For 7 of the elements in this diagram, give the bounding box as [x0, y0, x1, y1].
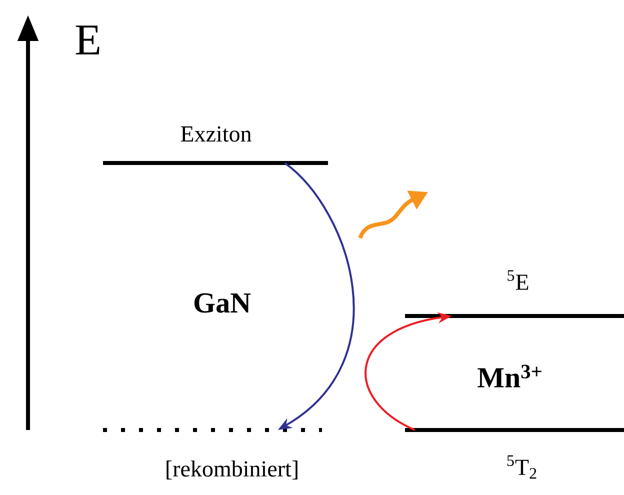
level-label: $^{5}$T$_{2}$ — [507, 455, 536, 479]
level-label: [rekombiniert] — [166, 460, 298, 480]
level-label: Exziton — [180, 126, 252, 142]
level-label: $^{5}$E — [508, 270, 528, 290]
material-label: GaN — [194, 293, 251, 313]
axis-label: E — [76, 26, 100, 54]
ion-label: Mn$^{3+}$ — [478, 364, 542, 388]
